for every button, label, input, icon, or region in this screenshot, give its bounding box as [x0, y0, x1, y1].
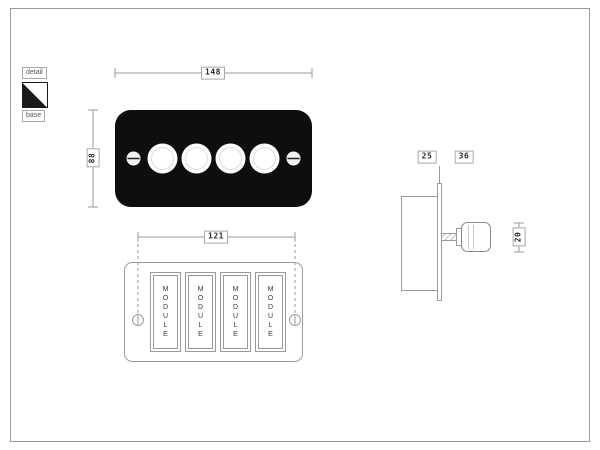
module-label: MODULE — [232, 286, 239, 338]
module-label: MODULE — [162, 286, 169, 338]
side-knob-projection-dim-label: 36 — [454, 150, 474, 164]
module-slot-4: MODULE — [255, 272, 286, 352]
module-label: MODULE — [267, 286, 274, 338]
legend-base-label: base — [22, 110, 46, 123]
module-label: MODULE — [197, 286, 204, 338]
knob-shaft-hatched — [441, 233, 457, 241]
dimmer-knob-2-ring — [185, 147, 208, 170]
module-inner-frame: MODULE — [188, 275, 213, 349]
module-slot-2: MODULE — [185, 272, 216, 352]
page-border — [10, 8, 590, 442]
module-inner-frame: MODULE — [258, 275, 283, 349]
detail-height-dim-label: 88 — [86, 148, 100, 168]
dimmer-knob-3-ring — [219, 147, 242, 170]
wall-box-side — [401, 196, 438, 291]
module-slot-1: MODULE — [150, 272, 181, 352]
base-width-dim-label: 121 — [204, 230, 228, 244]
side-view — [401, 166, 524, 301]
legend-icon-triangle — [23, 83, 47, 107]
knob-side-profile — [461, 222, 491, 252]
front-plate — [115, 110, 312, 207]
knob-collar — [456, 228, 462, 246]
module-inner-frame: MODULE — [223, 275, 248, 349]
side-knob-diameter-dim-label: 20 — [512, 227, 526, 247]
side-box-depth-dim-label: 25 — [417, 150, 437, 164]
module-inner-frame: MODULE — [153, 275, 178, 349]
legend-icon — [22, 82, 48, 108]
dimmer-knob-1-ring — [151, 147, 174, 170]
module-slot-3: MODULE — [220, 272, 251, 352]
dimmer-knob-4-ring — [253, 147, 276, 170]
plate-side-profile — [437, 183, 442, 301]
detail-view — [88, 68, 313, 208]
legend-detail-label: detail — [22, 67, 47, 80]
detail-width-dim-label: 148 — [201, 66, 225, 80]
